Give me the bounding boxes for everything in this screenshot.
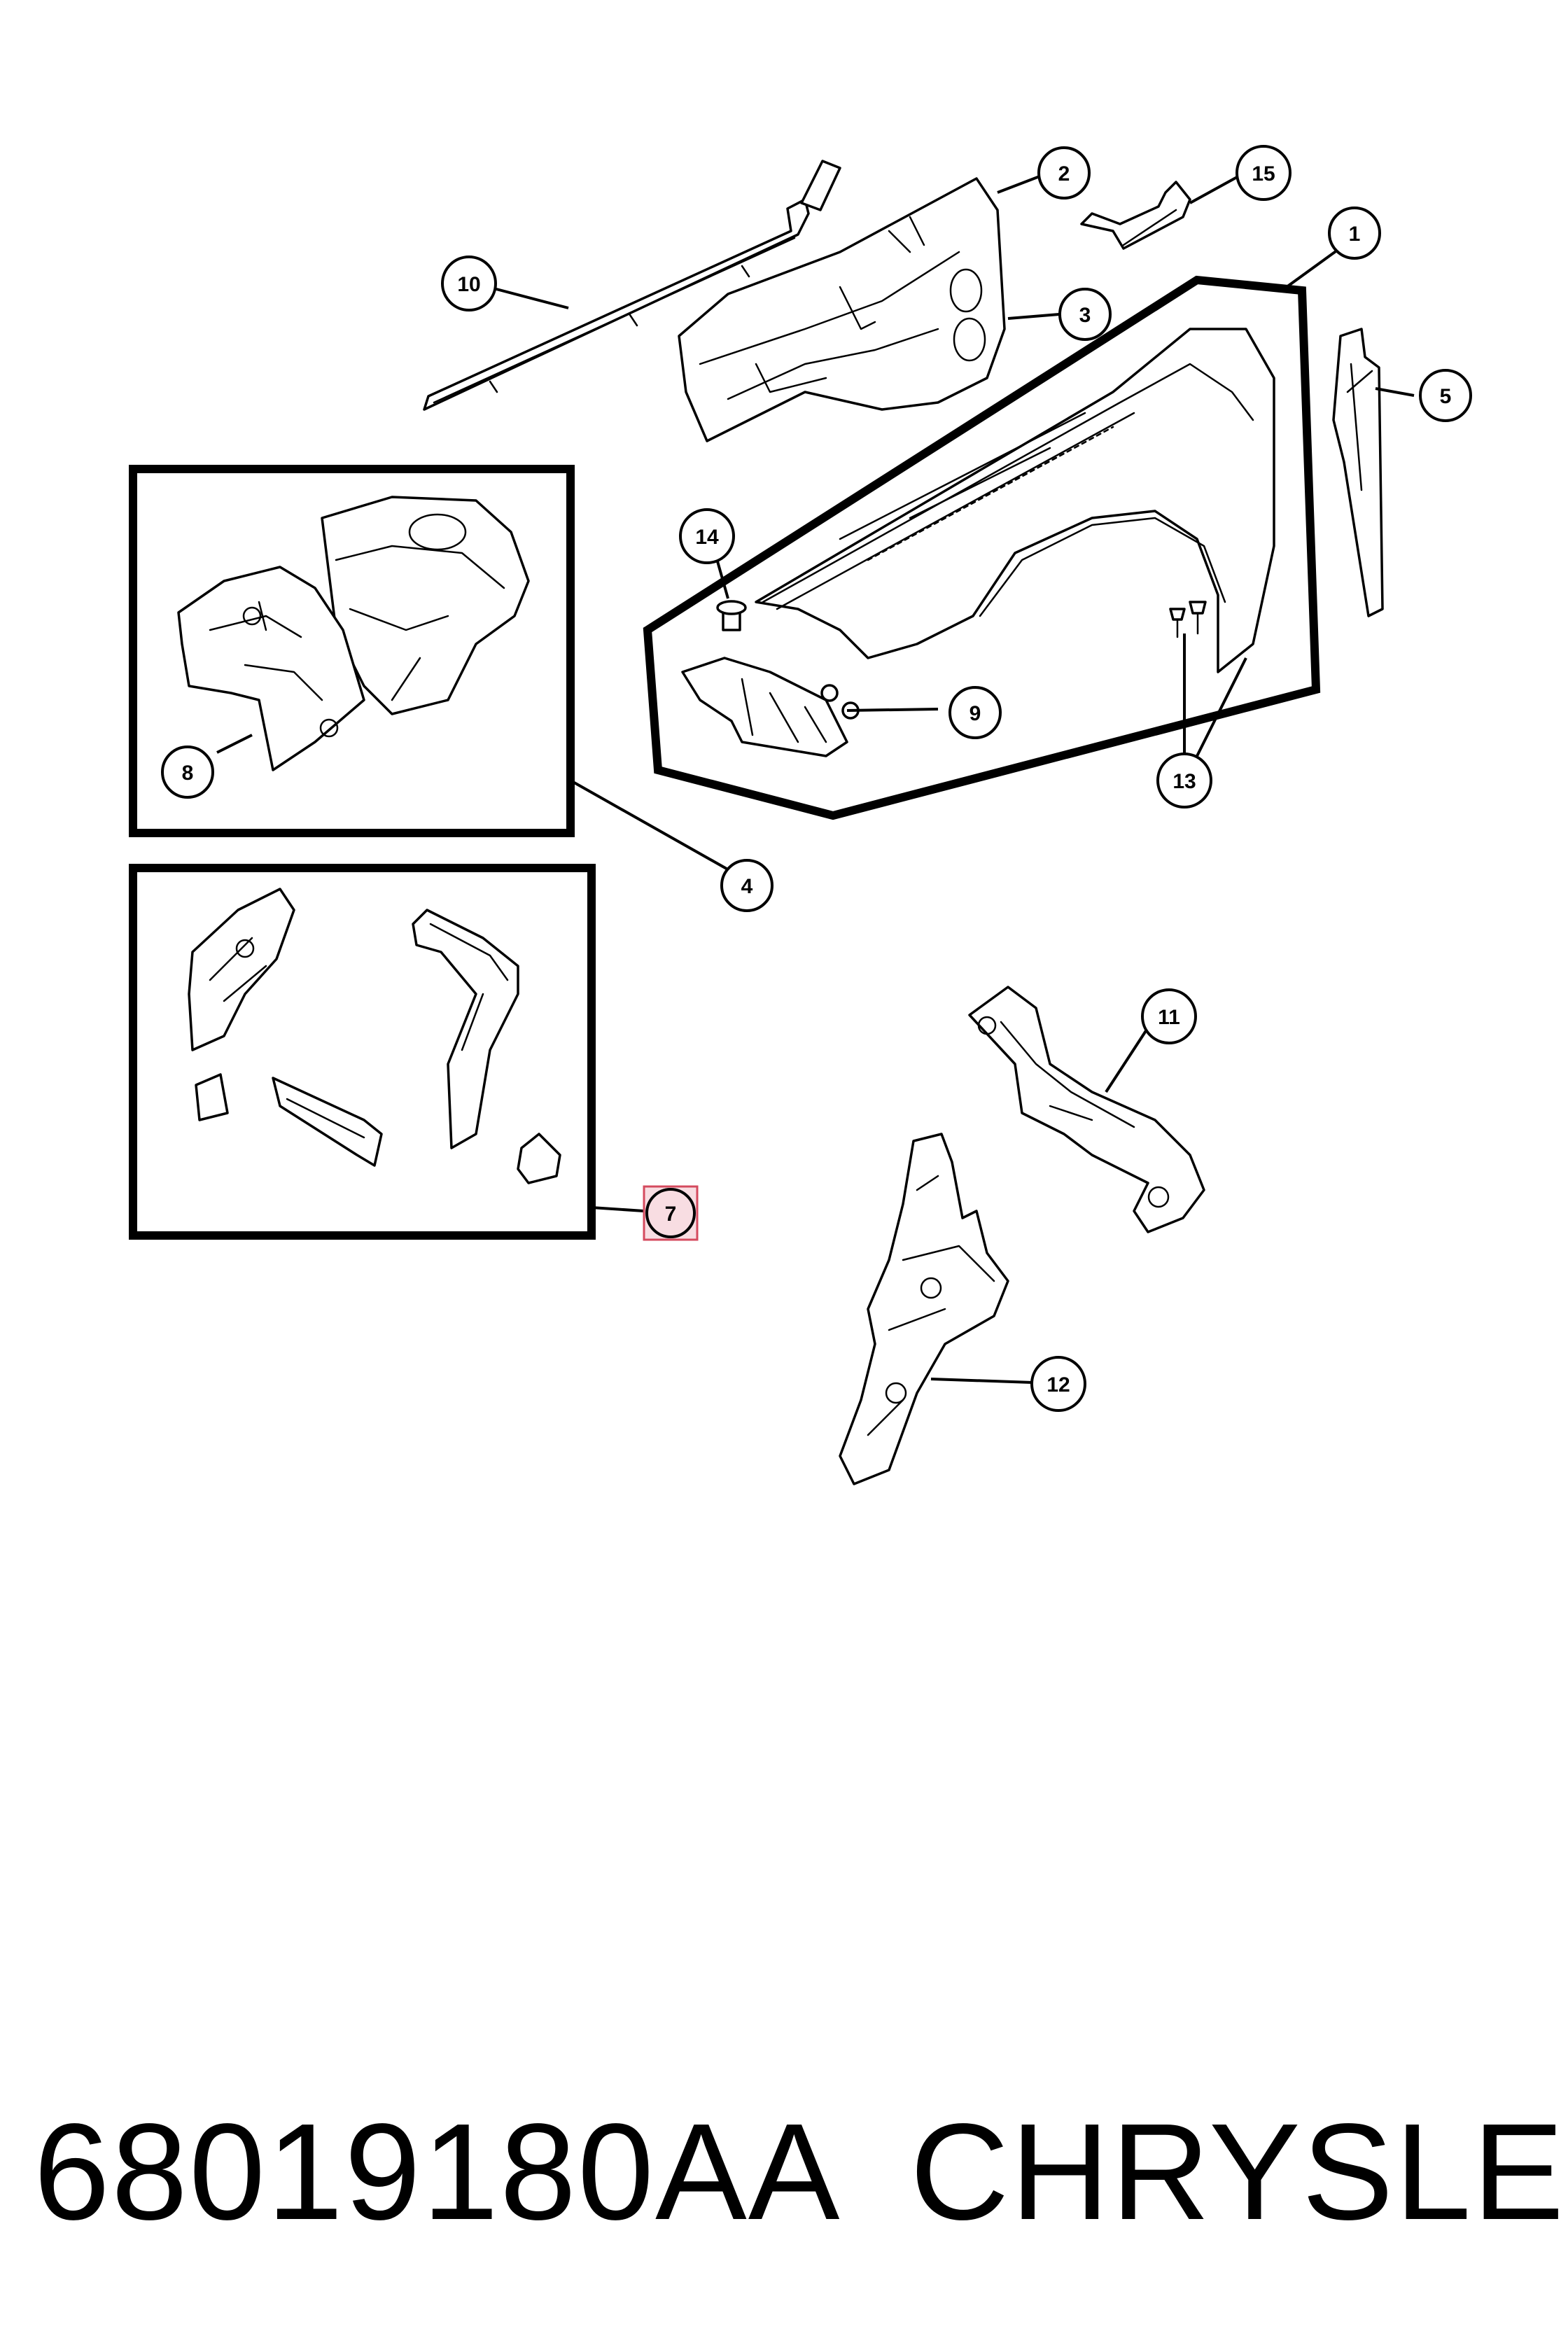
part-1-group-box <box>643 275 1321 820</box>
svg-text:2: 2 <box>1058 162 1070 186</box>
part-13-clips <box>1169 601 1207 638</box>
callout-1: 1 <box>1328 206 1381 260</box>
callout-9: 9 <box>948 686 1002 739</box>
part-12-support <box>839 1133 1009 1485</box>
part-2-3-apron-panel <box>678 177 1006 442</box>
svg-text:13: 13 <box>1172 770 1196 793</box>
callout-4: 4 <box>720 859 774 912</box>
svg-text:9: 9 <box>969 702 981 725</box>
svg-text:7: 7 <box>665 1203 677 1226</box>
callout-13: 13 <box>1156 752 1212 808</box>
part-15-bracket <box>1080 181 1191 250</box>
callout-5: 5 <box>1419 369 1472 422</box>
callout-10: 10 <box>441 255 497 312</box>
svg-text:4: 4 <box>741 875 753 898</box>
part-number: 68019180AA <box>34 2095 841 2248</box>
fender-mount-bracket <box>681 657 848 757</box>
callout-3: 3 <box>1058 288 1112 341</box>
callout-15: 15 <box>1236 145 1292 201</box>
svg-text:1: 1 <box>1349 223 1361 246</box>
part-14-bolt <box>716 600 747 631</box>
svg-text:15: 15 <box>1252 162 1275 186</box>
callout-8: 8 <box>161 746 214 799</box>
callout-7: 7 <box>643 1185 699 1241</box>
callout-11: 11 <box>1141 988 1197 1044</box>
part-4-group-box <box>129 465 575 837</box>
brand-name: CHRYSLER <box>910 2095 1568 2248</box>
callout-14: 14 <box>679 508 735 564</box>
part-4-8-wheelhouse-assembly <box>177 496 530 771</box>
part-5-seal <box>1332 328 1384 617</box>
part-7-brackets <box>188 888 561 1184</box>
part-11-bracket <box>968 986 1205 1233</box>
part-10-cowl-strip <box>423 160 841 411</box>
svg-text:14: 14 <box>695 526 719 549</box>
part-1-fender <box>755 328 1275 673</box>
callout-2: 2 <box>1037 146 1091 200</box>
svg-text:10: 10 <box>457 273 480 296</box>
svg-text:12: 12 <box>1046 1373 1070 1396</box>
leader-lines <box>216 175 1415 1384</box>
svg-text:3: 3 <box>1079 304 1091 327</box>
callout-12: 12 <box>1030 1356 1086 1412</box>
part-7-group-box <box>129 864 596 1240</box>
svg-text:8: 8 <box>182 762 194 785</box>
caption: 68019180AA CHRYSLER <box>0 2093 1568 2248</box>
svg-text:11: 11 <box>1158 1006 1180 1029</box>
svg-text:5: 5 <box>1440 385 1452 408</box>
